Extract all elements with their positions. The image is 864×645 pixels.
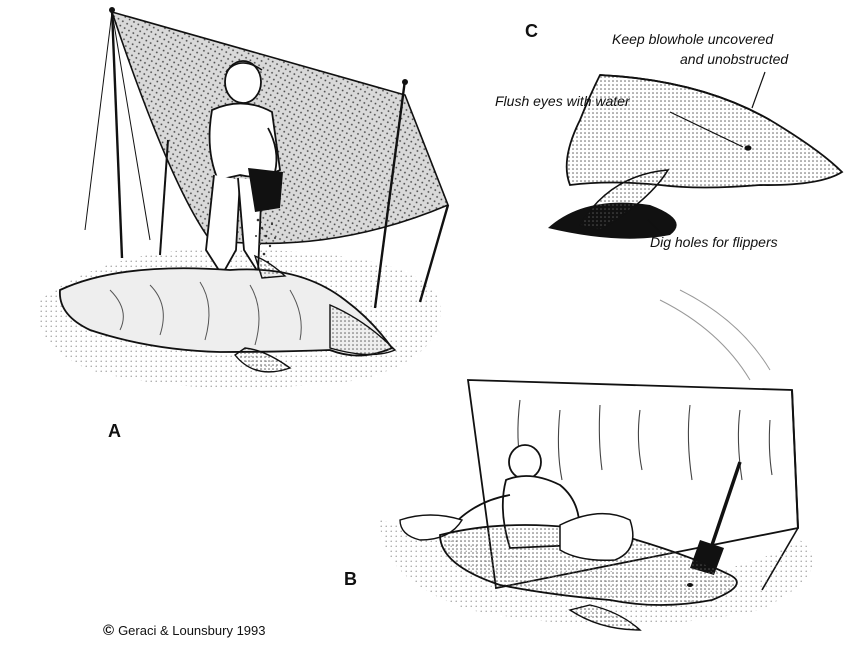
annotation-blowhole-line1: Keep blowhole uncovered <box>612 31 773 48</box>
copyright-credit: © Geraci & Lounsbury 1993 <box>103 622 266 639</box>
pointer-blowhole <box>752 72 765 108</box>
annotation-dig-holes: Dig holes for flippers <box>650 234 778 251</box>
panel-label-c: C <box>525 22 538 40</box>
panel-b-scene <box>380 290 813 630</box>
canopy-pole <box>160 140 168 255</box>
panel-label-b: B <box>344 570 357 588</box>
dolphin-eye <box>745 145 752 150</box>
annotation-flush-eyes: Flush eyes with water <box>495 93 630 110</box>
canopy-pole <box>420 205 448 302</box>
annotation-blowhole-line2: and unobstructed <box>680 51 788 68</box>
canopy-pole <box>112 10 122 258</box>
guy-line <box>85 12 112 230</box>
panel-a-scene <box>39 7 448 388</box>
panel-label-a: A <box>108 422 121 440</box>
copyright-symbol: © <box>103 622 114 639</box>
copyright-text: Geraci & Lounsbury 1993 <box>118 623 265 638</box>
